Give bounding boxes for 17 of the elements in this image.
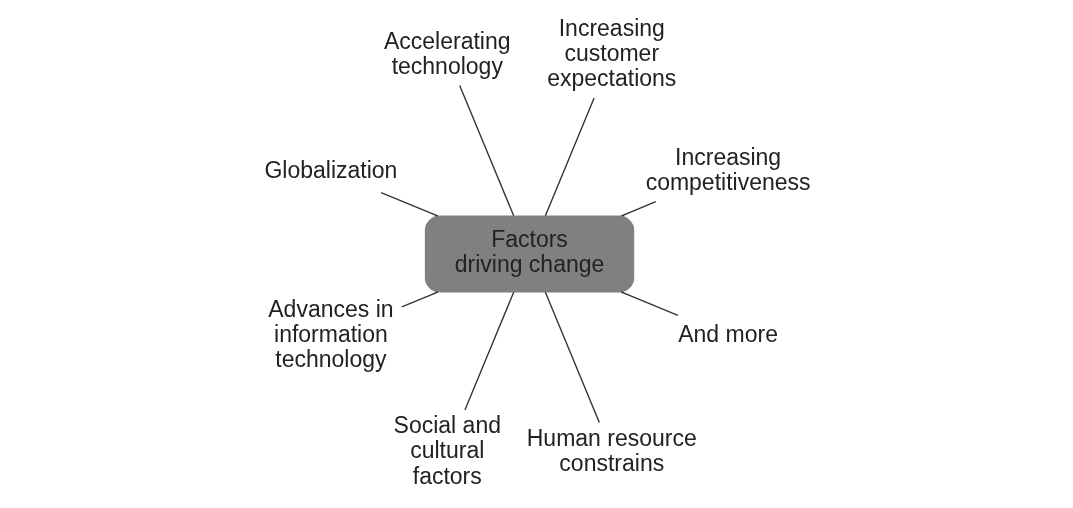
connector (379, 191, 438, 217)
connector (463, 291, 514, 411)
connector (458, 84, 514, 217)
connector (544, 97, 595, 217)
node-text: Increasing competitiveness (645, 143, 811, 196)
node-text: Increasing customer expectations (546, 14, 676, 92)
node-text: Globalization (263, 156, 397, 183)
node-text: Human resource constrains (526, 424, 697, 476)
node-text: Accelerating technology (383, 27, 511, 79)
connector (620, 201, 656, 217)
node-text: Advances in information technology (267, 295, 394, 373)
node-text: Social and cultural factors (393, 412, 501, 489)
connector (400, 291, 438, 308)
connector (620, 291, 679, 317)
node-text: And more (677, 321, 778, 347)
node-box: Factors driving change (424, 215, 634, 293)
connector (544, 291, 600, 424)
